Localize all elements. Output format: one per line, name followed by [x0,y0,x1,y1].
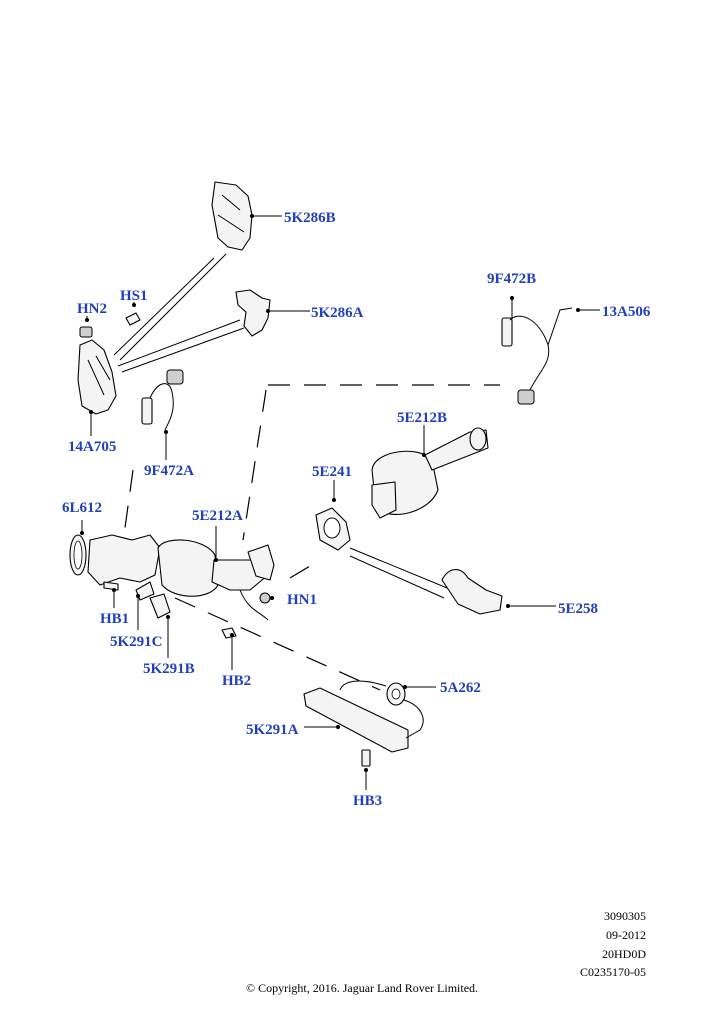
nut-hn1[interactable] [259,592,274,604]
label-hb3[interactable]: HB3 [353,793,382,809]
label-hn1[interactable]: HN1 [287,592,317,608]
nut-hn2[interactable] [79,318,93,338]
screw-hs1[interactable] [125,303,141,326]
diagram-number: 3090305 [604,909,646,923]
label-5k291a[interactable]: 5K291A [246,722,299,738]
label-hn2[interactable]: HN2 [77,301,107,317]
bolt-hb3[interactable] [361,749,371,772]
bracket-5k291b[interactable] [149,593,171,619]
label-14a705[interactable]: 14A705 [68,439,116,455]
catalytic-converter-front[interactable] [87,534,275,597]
manifold-bracket[interactable] [77,339,117,415]
bolt-hb2[interactable] [221,627,237,639]
label-9f472b[interactable]: 9F472B [487,271,536,287]
oxygen-sensor-a[interactable] [141,369,184,434]
label-5k286b[interactable]: 5K286B [284,210,336,226]
heat-shield-lower[interactable] [441,569,510,615]
leader-5e241 [333,480,453,599]
sensor-wire-front [239,589,269,621]
label-5k291c[interactable]: 5K291C [110,634,163,650]
leader-5k286a [117,319,245,373]
label-leader-stubs [81,215,600,728]
bracket-rail-5k291a[interactable] [303,680,424,753]
catalytic-converter-rear[interactable] [371,427,489,519]
label-hb1[interactable]: HB1 [100,611,129,627]
diagram-date: 09-2012 [606,928,646,942]
copyright-notice: © Copyright, 2016. Jaguar Land Rover Lim… [245,981,479,995]
label-5e241[interactable]: 5E241 [312,464,352,480]
manifold-gasket[interactable] [69,531,87,576]
flange-gasket[interactable] [315,498,351,551]
assembly-guide-lines [123,384,500,691]
label-5e212b[interactable]: 5E212B [397,410,447,426]
label-6l612[interactable]: 6L612 [62,500,102,516]
oxygen-sensor-b[interactable] [501,296,580,405]
insulator-5a262[interactable] [386,682,407,706]
heat-shield-bracket[interactable] [235,289,271,337]
label-5a262[interactable]: 5A262 [440,680,481,696]
label-5e212a[interactable]: 5E212A [192,508,243,524]
heat-shield-upper[interactable] [211,181,254,251]
label-5e258[interactable]: 5E258 [558,601,598,617]
label-hs1[interactable]: HS1 [120,288,148,304]
diagram-reference: C0235170-05 [580,965,646,979]
label-5k291b[interactable]: 5K291B [143,661,195,677]
label-hb2[interactable]: HB2 [222,673,251,689]
label-13a506[interactable]: 13A506 [602,304,651,320]
label-5k286a[interactable]: 5K286A [311,305,364,321]
diagram-model-code: 20HD0D [602,947,646,961]
label-9f472a[interactable]: 9F472A [144,463,194,479]
leader-5k286b [113,253,227,361]
bolt-hb1[interactable] [103,581,119,592]
